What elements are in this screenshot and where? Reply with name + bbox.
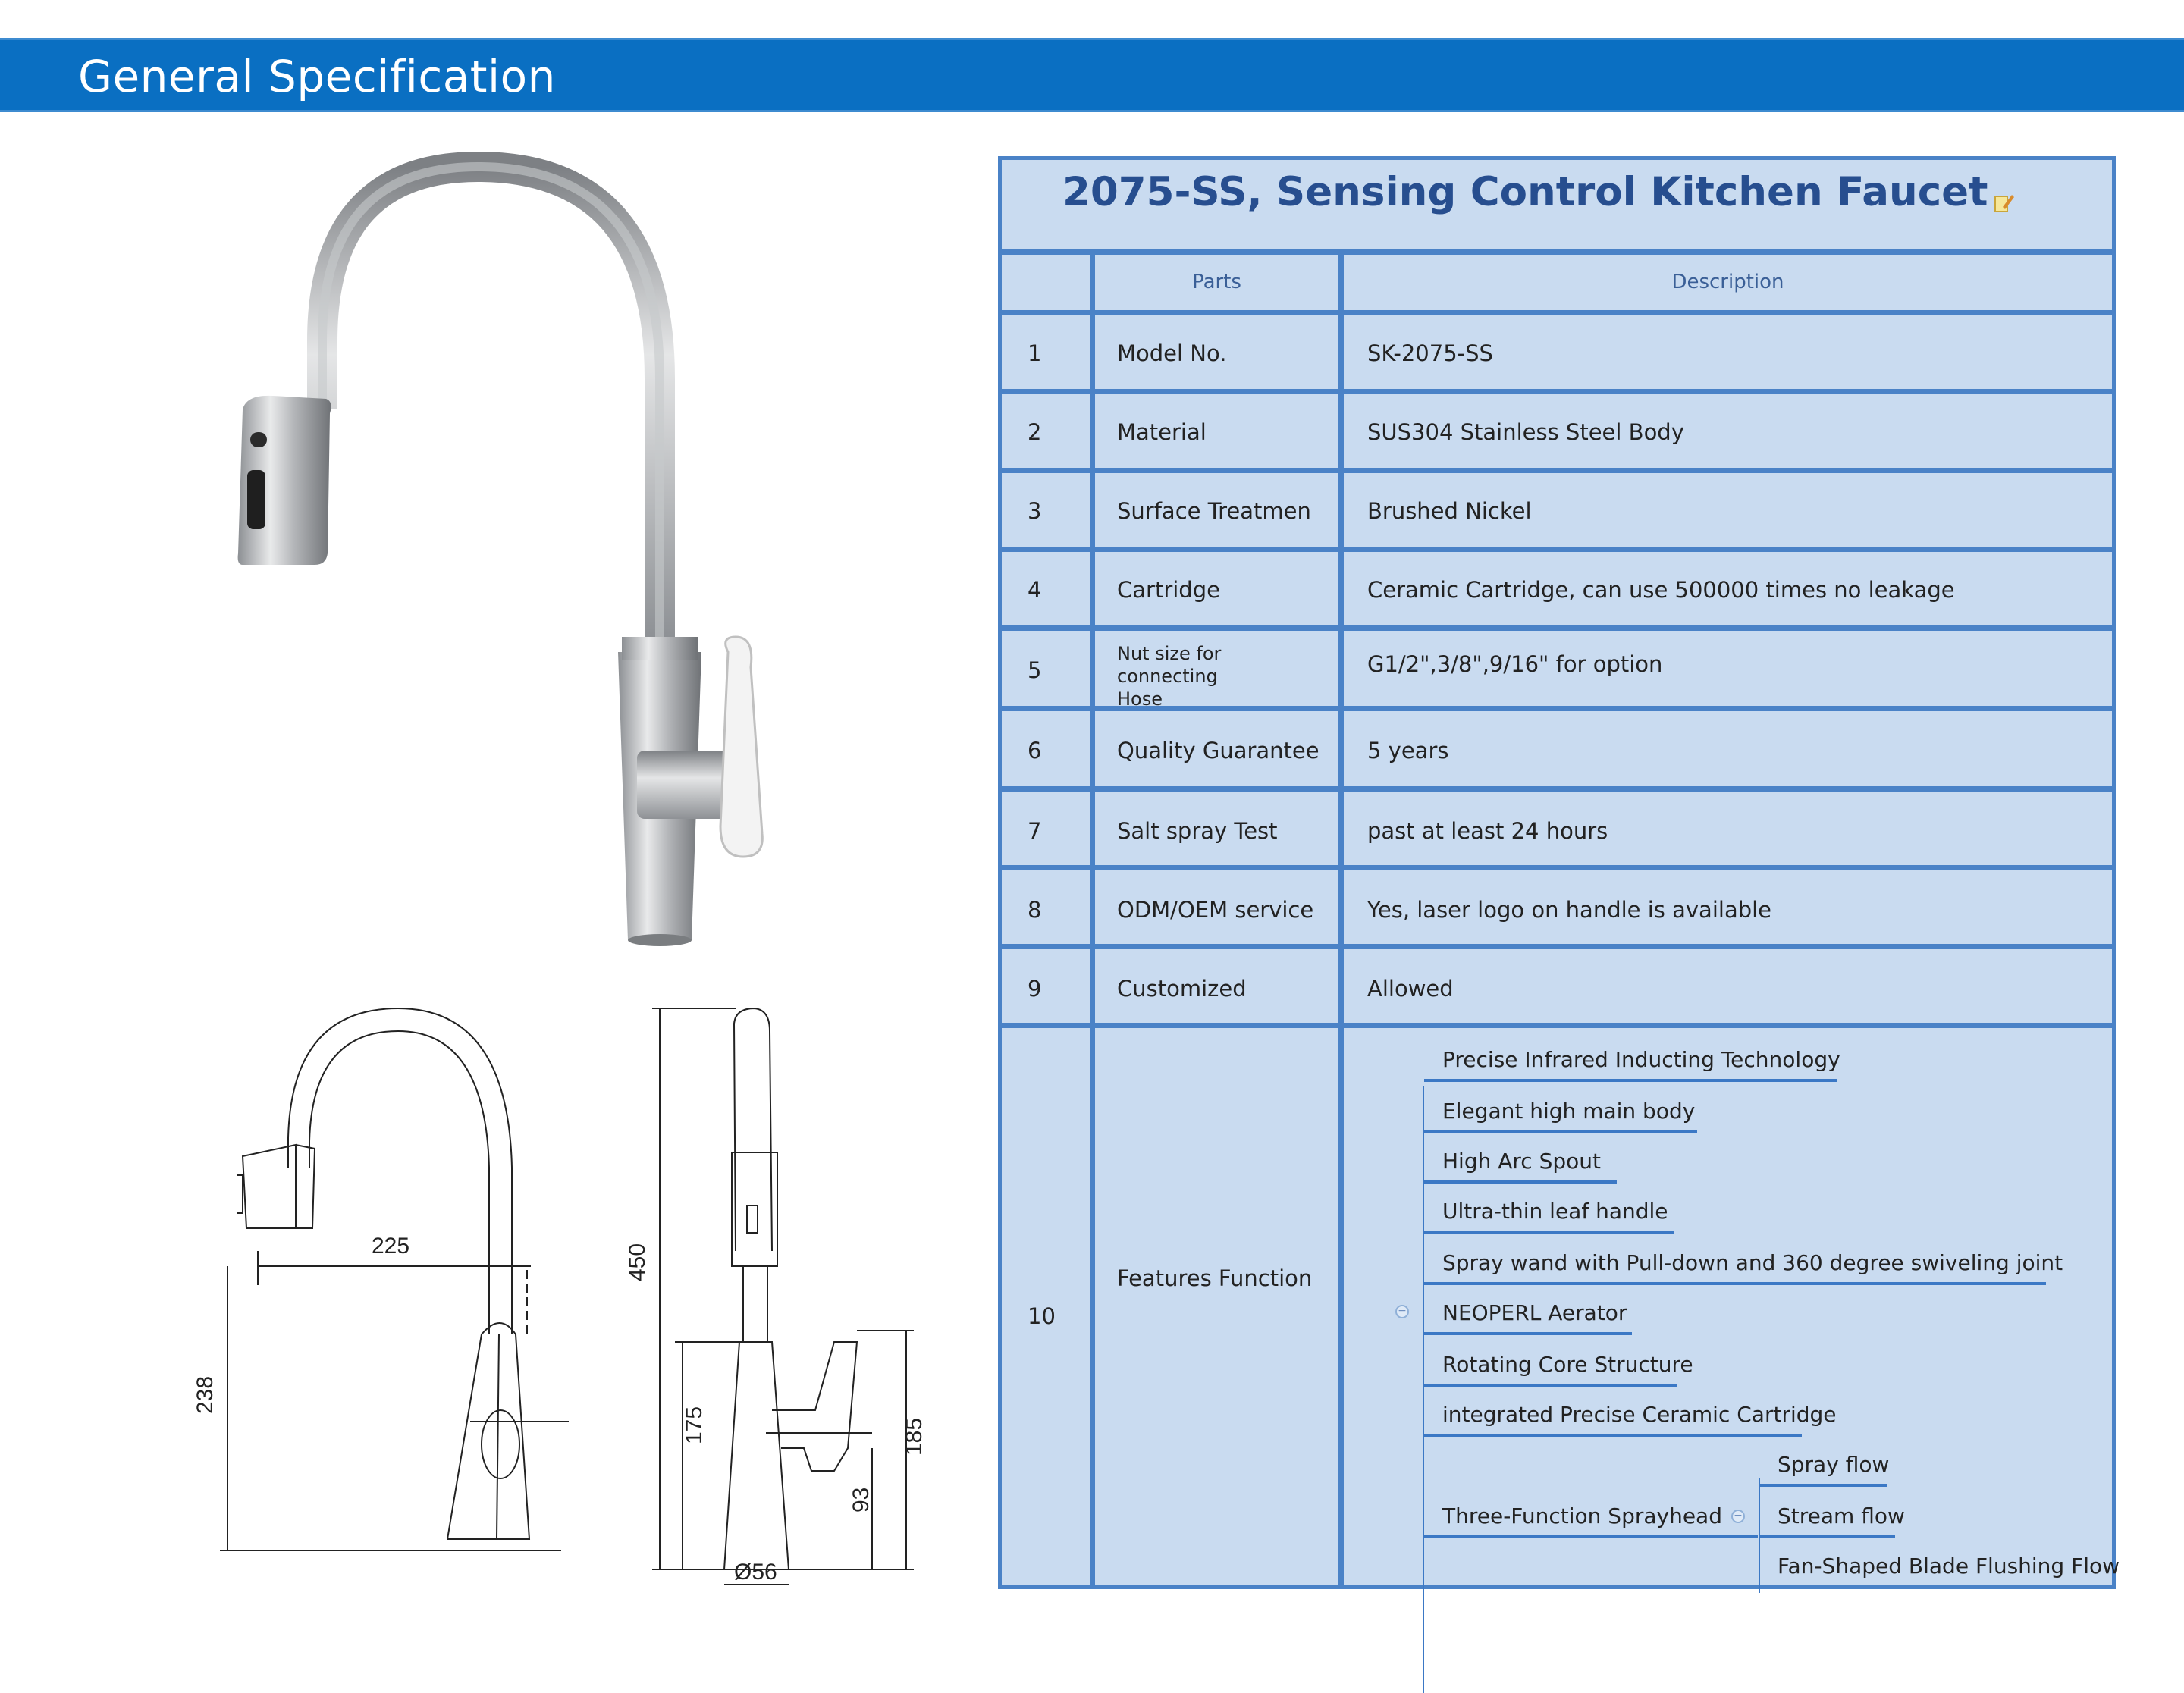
feature-item: Precise Infrared Inducting Technology — [1442, 1047, 1840, 1072]
sprayhead-option: Stream flow — [1778, 1503, 1905, 1528]
feature-underline — [1424, 1130, 1697, 1133]
row-description: Yes, laser logo on handle is available — [1367, 897, 1772, 923]
row-number: 7 — [1028, 818, 1042, 844]
row-divider — [1002, 310, 2112, 315]
spec-table: 2075-SS, Sensing Control Kitchen Faucet … — [998, 156, 2120, 1693]
tree-branch — [1423, 1086, 1424, 1693]
row-divider — [1002, 1023, 2112, 1028]
dim-base-diameter: Ø56 — [734, 1560, 777, 1585]
spec-title-text: 2075-SS, Sensing Control Kitchen Faucet — [1062, 169, 1988, 215]
feature-item: integrated Precise Ceramic Cartridge — [1442, 1402, 1837, 1427]
column-header-parts: Parts — [1192, 271, 1241, 293]
column-divider — [1338, 252, 1344, 1585]
feature-item: Three-Function Sprayhead — [1442, 1503, 1722, 1528]
row-part: Customized — [1117, 976, 1247, 1002]
row-part: Surface Treatmen — [1117, 498, 1311, 524]
feature-item: Ultra-thin leaf handle — [1442, 1199, 1668, 1224]
row-description: SK-2075-SS — [1367, 340, 1493, 366]
row-divider — [1002, 547, 2112, 552]
feature-underline — [1760, 1484, 1887, 1487]
row-part: Features Function — [1117, 1265, 1313, 1291]
row-description: G1/2",3/8",9/16" for option — [1367, 651, 1663, 677]
row-part: Cartridge — [1117, 577, 1220, 603]
dim-height-front: 238 — [193, 1376, 218, 1414]
dim-lever-height: 93 — [849, 1488, 874, 1513]
row-number: 9 — [1028, 976, 1042, 1002]
row-number: 1 — [1028, 340, 1042, 366]
dim-handle-height: 175 — [682, 1406, 707, 1444]
row-divider — [1002, 786, 2112, 792]
feature-underline — [1424, 1180, 1617, 1184]
feature-item: High Arc Spout — [1442, 1149, 1602, 1174]
row-number: 3 — [1028, 498, 1042, 524]
collapse-toggle[interactable]: − — [1395, 1305, 1409, 1318]
row-description: Allowed — [1367, 976, 1454, 1002]
front-view-drawing: 225 238 — [193, 1007, 569, 1551]
row-number: 2 — [1028, 419, 1042, 445]
row-divider — [1002, 389, 2112, 394]
column-header-description: Description — [1671, 271, 1784, 293]
feature-underline — [1424, 1231, 1674, 1234]
sprayhead-option: Spray flow — [1778, 1452, 1890, 1477]
dim-reach: 225 — [372, 1234, 410, 1259]
row-divider — [1002, 865, 2112, 870]
row-part: Salt spray Test — [1117, 818, 1278, 844]
page-title: General Specification — [78, 51, 556, 102]
feature-underline — [1424, 1079, 1837, 1082]
spec-title: 2075-SS, Sensing Control Kitchen Faucet — [1062, 169, 2015, 215]
row-part: Nut size for connecting Hose — [1117, 643, 1222, 710]
row-description: SUS304 Stainless Steel Body — [1367, 419, 1684, 445]
row-description: past at least 24 hours — [1367, 818, 1608, 844]
dim-height-total: 450 — [625, 1243, 650, 1281]
row-number: 10 — [1028, 1303, 1056, 1329]
side-view-drawing: 450 175 185 93 Ø56 — [625, 1007, 927, 1585]
row-divider — [1002, 706, 2112, 711]
row-number: 6 — [1028, 738, 1042, 763]
row-number: 8 — [1028, 897, 1042, 923]
feature-item: Rotating Core Structure — [1442, 1352, 1693, 1377]
row-part: ODM/OEM service — [1117, 897, 1314, 923]
feature-underline — [1424, 1332, 1632, 1335]
feature-underline — [1760, 1535, 1895, 1538]
row-description: 5 years — [1367, 738, 1449, 763]
edit-icon[interactable] — [1994, 178, 2015, 212]
feature-item: Elegant high main body — [1442, 1099, 1696, 1124]
column-divider — [1090, 252, 1095, 1585]
feature-underline — [1424, 1384, 1677, 1387]
tree-branch — [1759, 1478, 1760, 1593]
row-divider — [1002, 944, 2112, 949]
feature-underline — [1424, 1282, 2046, 1285]
feature-item: Spray wand with Pull-down and 360 degree… — [1442, 1250, 2063, 1275]
faucet-photo — [237, 152, 764, 946]
row-description: Ceramic Cartridge, can use 500000 times … — [1367, 577, 1955, 603]
row-divider — [1002, 249, 2112, 255]
dim-body-height: 185 — [902, 1418, 927, 1456]
collapse-toggle-sprayhead[interactable]: − — [1731, 1510, 1745, 1523]
sprayhead-option: Fan-Shaped Blade Flushing Flow — [1778, 1553, 2120, 1579]
row-number: 5 — [1028, 657, 1042, 683]
row-part: Model No. — [1117, 340, 1227, 366]
row-divider — [1002, 468, 2112, 473]
row-description: Brushed Nickel — [1367, 498, 1532, 524]
row-number: 4 — [1028, 577, 1042, 603]
feature-underline — [1424, 1535, 1758, 1538]
row-divider — [1002, 625, 2112, 631]
feature-underline — [1424, 1434, 1802, 1437]
header-banner: General Specification — [0, 38, 2184, 112]
feature-item: NEOPERL Aerator — [1442, 1300, 1627, 1325]
row-part: Quality Guarantee — [1117, 738, 1320, 763]
row-part: Material — [1117, 419, 1207, 445]
